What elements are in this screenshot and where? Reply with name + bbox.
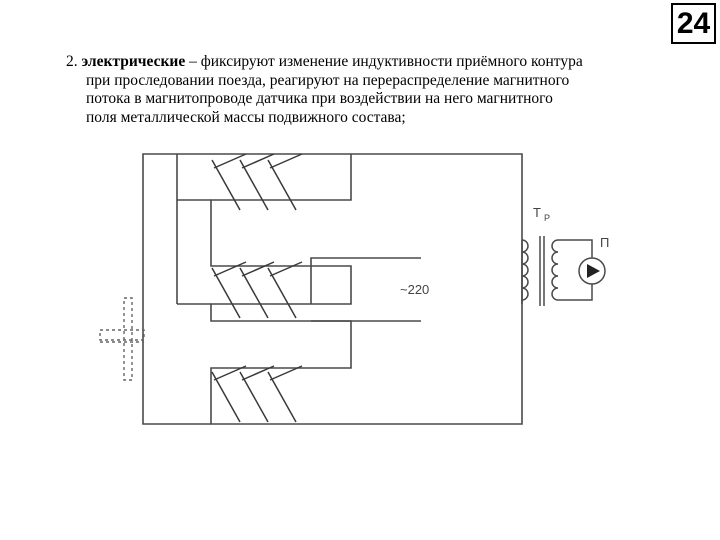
receiver-symbol bbox=[578, 257, 606, 285]
primary-winding bbox=[521, 239, 529, 301]
definition-paragraph: 2. электрические – фиксируют изменение и… bbox=[66, 53, 676, 127]
voltage-label: ~220 bbox=[400, 282, 429, 297]
paragraph-line-3: потока в магнитопроводе датчика при возд… bbox=[86, 90, 553, 108]
line1-text: – фиксируют изменение индуктивности приё… bbox=[185, 53, 583, 70]
secondary-lead-top bbox=[558, 239, 593, 258]
term-heading: электрические bbox=[81, 53, 186, 70]
paragraph-line-1: 2. электрические – фиксируют изменение и… bbox=[66, 53, 676, 72]
coil-top bbox=[211, 153, 303, 211]
rail-wheel bbox=[99, 297, 145, 381]
paragraph-line-2: при проследовании поезда, реагируют на п… bbox=[86, 71, 570, 89]
transformer-label: Т bbox=[533, 205, 541, 220]
page-number: 24 bbox=[671, 3, 716, 44]
paragraph-line-4: поля металлической массы подвижного сост… bbox=[86, 108, 406, 126]
coil-bottom bbox=[211, 365, 303, 423]
receiver-label: П bbox=[600, 235, 609, 250]
secondary-winding bbox=[551, 239, 559, 301]
coil-middle bbox=[211, 261, 303, 319]
receiver-arrow-icon bbox=[587, 264, 600, 278]
secondary-lead-bottom bbox=[558, 284, 593, 301]
core-center-limb bbox=[310, 257, 421, 304]
item-number: 2. bbox=[66, 53, 78, 70]
transformer bbox=[521, 236, 593, 306]
transformer-subscript: Р bbox=[544, 213, 550, 223]
core-outer bbox=[210, 153, 523, 425]
